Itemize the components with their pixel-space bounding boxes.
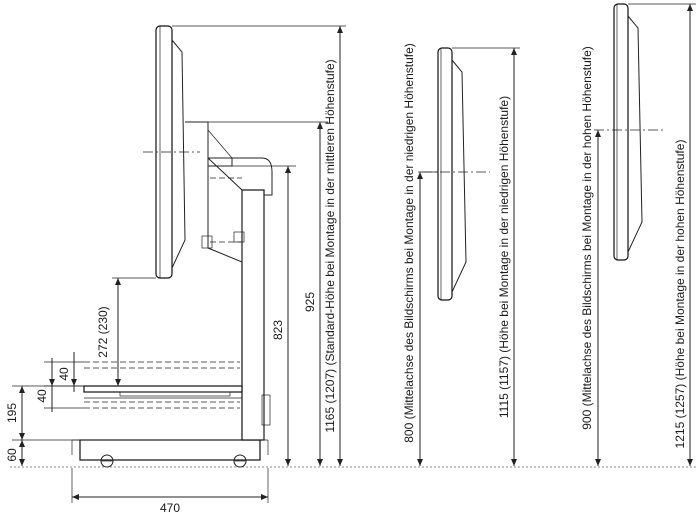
shelf-upper [84,361,240,369]
dimension-low-axis: 800 (Mittelachse des Bildschirms bei Mon… [402,43,423,466]
stand-side-view [71,25,273,468]
label-high-height: 1215 (1257) (Höhe bei Montage in der hoh… [673,140,687,449]
dimension-shelf-gaps: 40 40 [35,352,84,412]
label-shelf-gap-lower: 40 [35,389,49,403]
dimension-base-width: 470 [71,468,269,515]
dimension-standard-height: 1165 (1207) (Standard-Höhe bei Montage i… [172,25,346,466]
monitor-high-position [594,3,696,261]
dimension-high-height: 1215 (1257) (Höhe bei Montage in der hoh… [673,4,693,466]
dimension-high-axis: 900 (Mittelachse des Bildschirms bei Mon… [580,46,601,466]
label-clearance: 272 (230) [96,306,110,357]
dimension-low-height: 1115 (1157) (Höhe bei Montage in der nie… [497,48,517,466]
label-shelf-height: 195 [5,403,19,423]
label-low-axis: 800 (Mittelachse des Bildschirms bei Mon… [402,43,416,443]
dimension-pillar-height: 925 [208,121,328,466]
label-base-width: 470 [160,501,180,515]
monitor-low-position [418,47,520,301]
shelf-middle [83,385,243,399]
dimension-base-height: 60 [5,439,80,466]
stand-column [241,189,265,441]
label-standard-height: 1165 (1207) (Standard-Höhe bei Montage i… [323,59,337,432]
dimension-shelf-height: 195 [5,385,84,440]
dimension-column-height: 823 [232,165,296,466]
label-shelf-gap-upper: 40 [57,367,71,381]
label-column-height: 823 [271,320,285,340]
dimension-clearance: 272 (230) [96,277,156,386]
label-base-height: 60 [5,448,19,462]
label-pillar-height: 925 [303,292,317,312]
shelf-lower [84,401,240,409]
stand-base [79,439,261,461]
label-low-height: 1115 (1157) (Höhe bei Montage in der nie… [497,96,511,418]
label-high-axis: 900 (Mittelachse des Bildschirms bei Mon… [580,46,594,430]
